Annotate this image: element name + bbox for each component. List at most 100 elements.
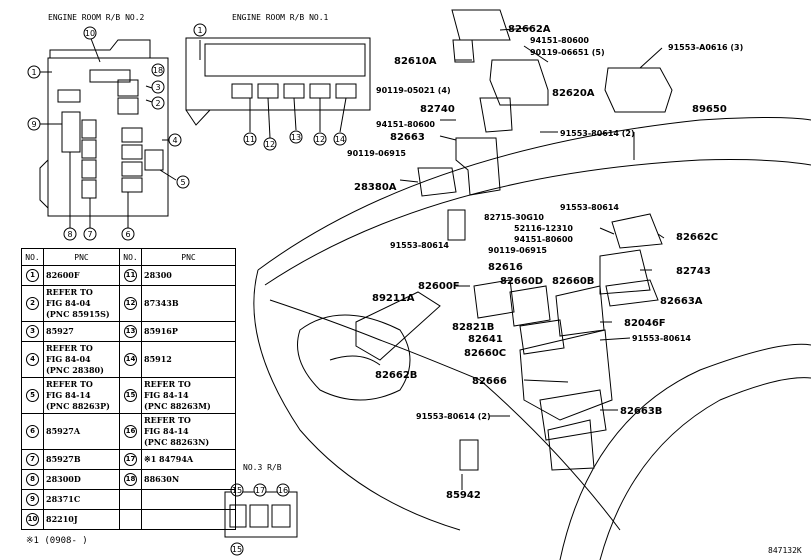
number-cell: 3 <box>21 321 44 342</box>
number-cell: 5 <box>21 377 44 414</box>
svg-text:10: 10 <box>85 29 95 38</box>
callout-11: 11 <box>243 132 257 146</box>
pnc-cell: REFER TO FIG 84-04 (PNC 28380) <box>43 341 120 378</box>
part-label: 90119-06915 <box>347 149 406 158</box>
part-label: 82821B <box>452 322 494 333</box>
row-number: 16 <box>124 425 137 438</box>
svg-text:5: 5 <box>180 178 185 187</box>
pnc-cell: 88630N <box>141 469 236 490</box>
part-label: 89211A <box>372 293 415 304</box>
svg-text:8: 8 <box>67 230 72 239</box>
number-cell: 14 <box>119 341 142 378</box>
part-label: 82660C <box>464 348 506 359</box>
table-row: 10 82210J <box>21 509 236 530</box>
pnc-cell: 85927 <box>43 321 120 342</box>
row-number: 13 <box>124 325 137 338</box>
callout-1: 1 <box>27 65 41 79</box>
callout-15b: 15 <box>230 542 244 556</box>
callout-7: 7 <box>83 227 97 241</box>
rb3-header: NO.3 R/B <box>243 463 282 472</box>
part-label: 82662C <box>676 232 718 243</box>
pnc-value: 85927A <box>46 426 81 436</box>
pnc-value: 28300 <box>144 270 172 280</box>
callout-12b: 12 <box>313 132 327 146</box>
col-pnc-header: PNC <box>43 248 120 266</box>
svg-text:14: 14 <box>335 135 345 144</box>
col-pnc-header: PNC <box>141 248 236 266</box>
pnc-value: 85912 <box>144 354 172 364</box>
pnc-cell: 82210J <box>43 509 120 530</box>
callout-16: 16 <box>276 483 290 497</box>
part-label: 82641 <box>468 334 503 345</box>
pnc-cell: REFER TO FIG 84-04 (PNC 85915S) <box>43 285 120 322</box>
svg-text:12: 12 <box>315 135 325 144</box>
row-number: 17 <box>124 453 137 466</box>
part-label: 82740 <box>420 104 455 115</box>
part-label: 91553-80614 <box>632 334 691 343</box>
part-label: 82660D <box>500 276 543 287</box>
table-row: 8 28300D 18 88630N <box>21 469 236 490</box>
row-number: 14 <box>124 353 137 366</box>
rb2-header: ENGINE ROOM R/B NO.2 <box>48 13 145 22</box>
svg-text:6: 6 <box>125 230 130 239</box>
part-label: 90119-06651 (5) <box>530 48 605 57</box>
number-cell: 17 <box>119 449 142 470</box>
pnc-value: 87343B <box>144 298 179 308</box>
number-cell <box>119 489 142 510</box>
row-number: 3 <box>26 325 39 338</box>
row-number: 10 <box>26 513 39 526</box>
part-label: 85942 <box>446 490 481 501</box>
row-number: 5 <box>26 389 39 402</box>
svg-text:9: 9 <box>31 120 36 129</box>
pnc-value: 28300D <box>46 474 81 484</box>
pnc-cell: REFER TO FIG 84-14 (PNC 88263N) <box>141 413 236 450</box>
pnc-value: 88630N <box>144 474 180 484</box>
callout-2: 2 <box>151 96 165 110</box>
part-label: 91553-80614 <box>560 203 619 212</box>
pnc-value: REFER TO FIG 84-04 (PNC 85915S) <box>46 287 110 319</box>
pnc-cell: 85927B <box>43 449 120 470</box>
number-cell: 6 <box>21 413 44 450</box>
part-label: 82666 <box>472 376 507 387</box>
part-label: 91553-80614 <box>390 241 449 250</box>
pnc-cell: REFER TO FIG 84-14 (PNC 88263M) <box>141 377 236 414</box>
row-number: 18 <box>124 473 137 486</box>
pnc-value: ※1 84794A <box>144 454 194 464</box>
pnc-cell: ※1 84794A <box>141 449 236 470</box>
callout-3: 3 <box>151 80 165 94</box>
row-number: 8 <box>26 473 39 486</box>
svg-text:1: 1 <box>197 26 202 35</box>
part-labels: 82662A 94151-80600 90119-06651 (5) 91553… <box>347 24 743 501</box>
number-cell: 9 <box>21 489 44 510</box>
number-cell: 12 <box>119 285 142 322</box>
pnc-cell: 82600F <box>43 265 120 286</box>
part-label: 82662A <box>508 24 551 35</box>
svg-text:15: 15 <box>232 545 242 554</box>
number-cell: 4 <box>21 341 44 378</box>
pnc-cell: 28371C <box>43 489 120 510</box>
callout-4: 4 <box>168 133 182 147</box>
pnc-cell: 87343B <box>141 285 236 322</box>
svg-text:11: 11 <box>245 135 255 144</box>
number-cell: 15 <box>119 377 142 414</box>
pnc-cell: 85927A <box>43 413 120 450</box>
part-label: 82663A <box>660 296 703 307</box>
pnc-cell: 28300 <box>141 265 236 286</box>
col-no-header: NO. <box>21 248 44 266</box>
part-label: 94151-80600 <box>514 235 573 244</box>
svg-text:3: 3 <box>155 83 160 92</box>
svg-text:2: 2 <box>155 99 160 108</box>
part-label: 91553-80614 (2) <box>560 129 635 138</box>
pnc-cell <box>141 489 236 510</box>
col-no-header: NO. <box>119 248 142 266</box>
